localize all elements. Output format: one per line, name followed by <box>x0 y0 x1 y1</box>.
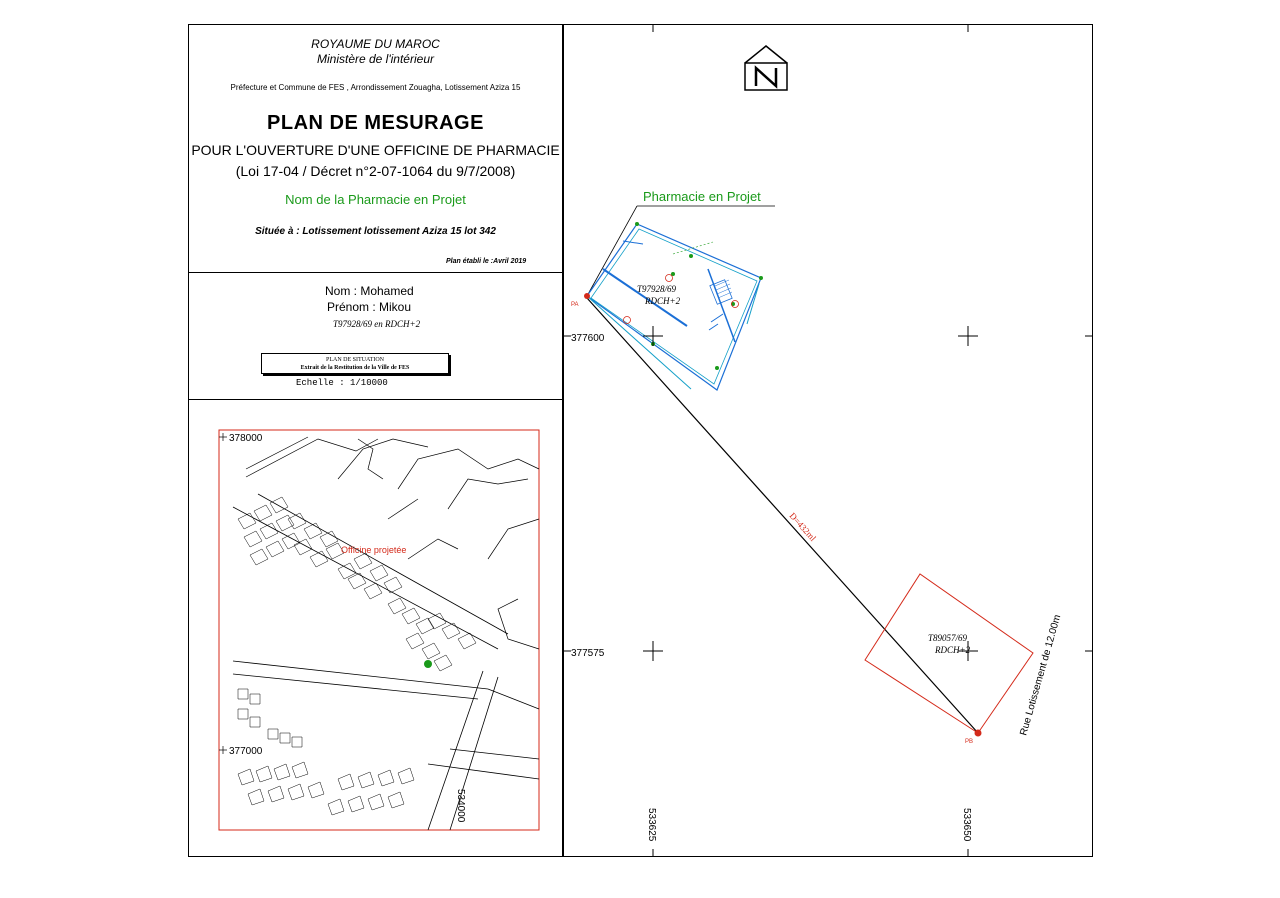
plan-y-label-top: 377600 <box>571 333 605 344</box>
building-b-level: RDCH+2 <box>934 645 971 655</box>
plan-frame <box>563 24 1093 857</box>
building-a-ref: T97928/69 <box>637 284 677 294</box>
owner-prenom: Prénom : Mikou <box>327 300 412 314</box>
situation-box-line2: Extrait de la Restitution de la Ville de… <box>300 365 410 371</box>
street-label: Rue Lotissement de 12.00m <box>1018 614 1063 737</box>
scale-label: Echelle : 1/10000 <box>296 378 388 388</box>
situation-box: PLAN DE SITUATION Extrait de la Restitut… <box>261 353 449 374</box>
ministry-title: Ministère de l'intérieur <box>316 52 434 66</box>
law-reference: (Loi 17-04 / Décret n°2-07-1064 du 9/7/2… <box>235 163 516 179</box>
situation-block <box>188 399 563 857</box>
owner-nom: Nom : Mohamed <box>325 284 414 298</box>
plan-y-label-bottom: 377575 <box>571 648 605 659</box>
building-b: T89057/69 RDCH+2 <box>864 573 1034 734</box>
pharmacy-marker <box>424 660 432 668</box>
page-subtitle: POUR L'OUVERTURE D'UNE OFFICINE DE PHARM… <box>191 142 560 158</box>
pharmacy-name: Nom de la Pharmacie en Projet <box>285 192 466 207</box>
building-b-ref: T89057/69 <box>928 633 968 643</box>
north-arrow-icon <box>744 45 788 91</box>
urban-blocks <box>237 496 477 816</box>
map-x-label: 534000 <box>455 789 466 823</box>
point-pb-label: PB <box>965 739 973 745</box>
point-pa <box>584 293 590 299</box>
plan-date: Plan établi le :Avril 2019 <box>446 258 527 265</box>
plan-drawing: Pharmacie en Projet T97928/69 RDCH+2 <box>563 24 1093 857</box>
grid-crosses <box>563 24 1093 857</box>
map-y-label-bottom: 377000 <box>229 746 263 757</box>
situation-box-line1: PLAN DE SITUATION <box>326 357 384 363</box>
situation-map: Officine projetée 378000 377000 534000 <box>218 429 540 831</box>
kingdom-title: ROYAUME DU MAROC <box>311 37 440 51</box>
owner-ref: T97928/69 en RDCH+2 <box>333 319 421 329</box>
map-y-label-top: 378000 <box>229 433 263 444</box>
pharmacie-label: Pharmacie en Projet <box>643 189 761 204</box>
plan-x-label-left: 533625 <box>646 808 657 842</box>
page-title: PLAN DE MESURAGE <box>267 112 484 134</box>
point-pa-label: PA <box>571 302 579 308</box>
officine-label: Officine projetée <box>341 545 406 555</box>
building-a-level: RDCH+2 <box>644 296 681 306</box>
location-line: Préfecture et Commune de FES , Arrondiss… <box>230 83 521 92</box>
building-a: T97928/69 RDCH+2 <box>584 222 763 391</box>
plan-x-label-right: 533650 <box>961 808 972 842</box>
location-address: Située à : Lotissement lotissement Aziza… <box>255 226 496 237</box>
